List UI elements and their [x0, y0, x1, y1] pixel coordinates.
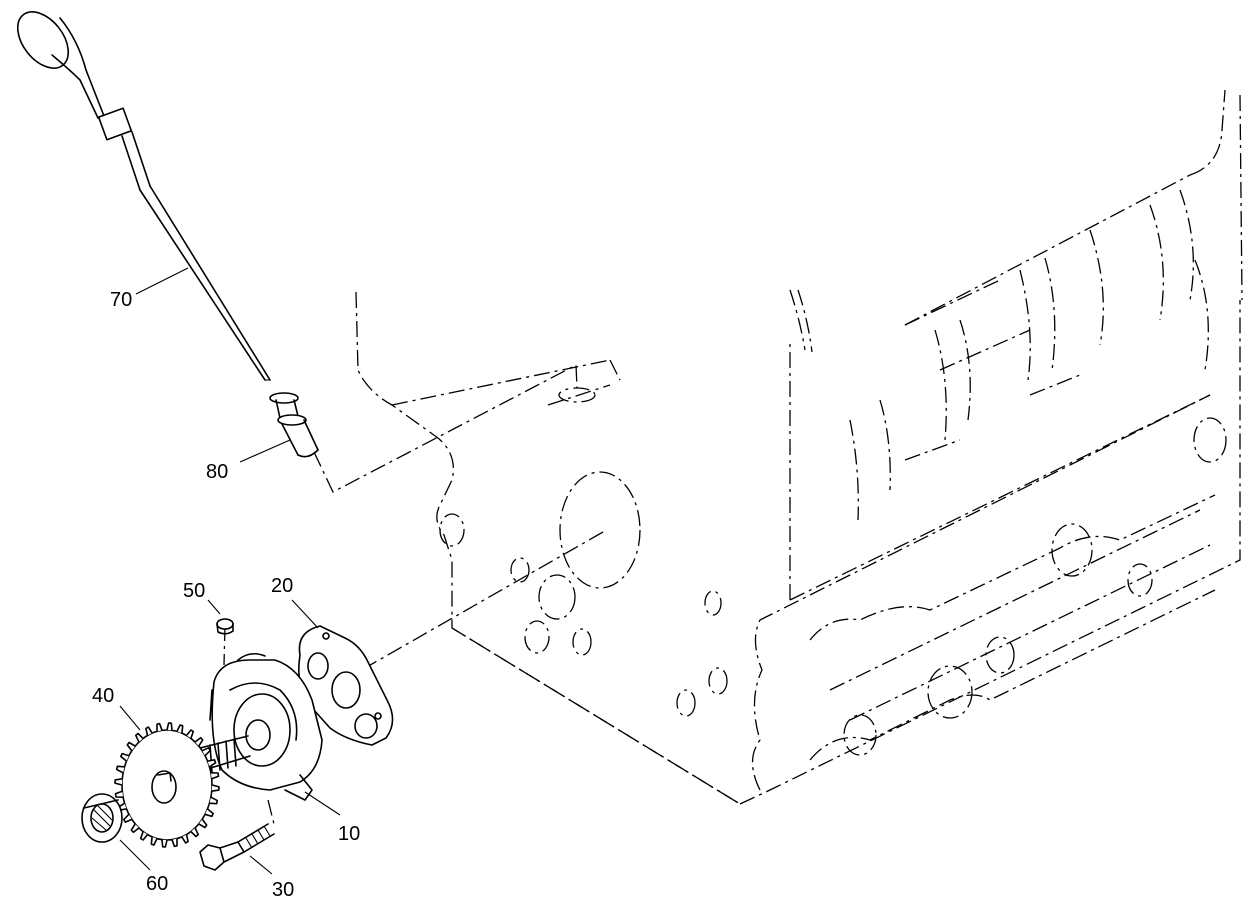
gear-tooth [114, 790, 124, 798]
gear-tooth [166, 722, 173, 731]
gear-tooth [181, 834, 189, 844]
gear-tooth [130, 823, 140, 834]
gear-tooth [135, 732, 144, 743]
label-part-30: 30 [272, 879, 294, 901]
gear-tooth [207, 759, 217, 768]
gear-tooth [201, 747, 211, 757]
gear-tooth [150, 836, 158, 846]
label-part-60: 60 [146, 873, 168, 895]
gear-tooth [171, 838, 178, 848]
oil-pump-part-10 [209, 652, 323, 801]
leader-lines [119, 267, 341, 875]
gear-tooth [210, 772, 220, 780]
key-part-50 [216, 618, 234, 635]
dipstick-part-70 [16, 11, 271, 381]
gear-tooth [126, 741, 136, 752]
pump-shaft [199, 735, 251, 773]
dipstick-guide-part-80 [269, 392, 319, 458]
gear-tooth [176, 724, 184, 734]
gasket-part-20 [298, 625, 394, 746]
gear-tooth [139, 831, 149, 841]
gear-part-40 [114, 722, 220, 848]
label-part-40: 40 [92, 685, 114, 707]
label-part-70: 70 [110, 289, 132, 311]
label-part-50: 50 [183, 580, 205, 602]
gear-tooth [120, 752, 130, 762]
gear-tooth [209, 796, 219, 805]
gear-tooth [198, 818, 208, 829]
engine-block [355, 89, 1243, 805]
gear-tooth [194, 736, 204, 747]
label-part-20: 20 [271, 575, 293, 597]
gear-tooth [156, 722, 163, 732]
label-part-80: 80 [206, 461, 228, 483]
label-part-10: 10 [338, 823, 360, 845]
gear-tooth [190, 827, 199, 838]
gear-tooth [185, 729, 195, 739]
gear-tooth [211, 784, 220, 792]
gear-tooth [161, 839, 168, 848]
gear-tooth [145, 726, 153, 736]
gear-tooth [123, 813, 133, 823]
gear-tooth [114, 778, 123, 786]
gear-tooth [204, 808, 214, 818]
bolt-part-30 [199, 823, 275, 871]
part-number-labels: 70 80 50 20 40 10 60 30 [92, 289, 360, 901]
nut-part-60 [81, 793, 123, 843]
gear-tooth [115, 765, 125, 774]
